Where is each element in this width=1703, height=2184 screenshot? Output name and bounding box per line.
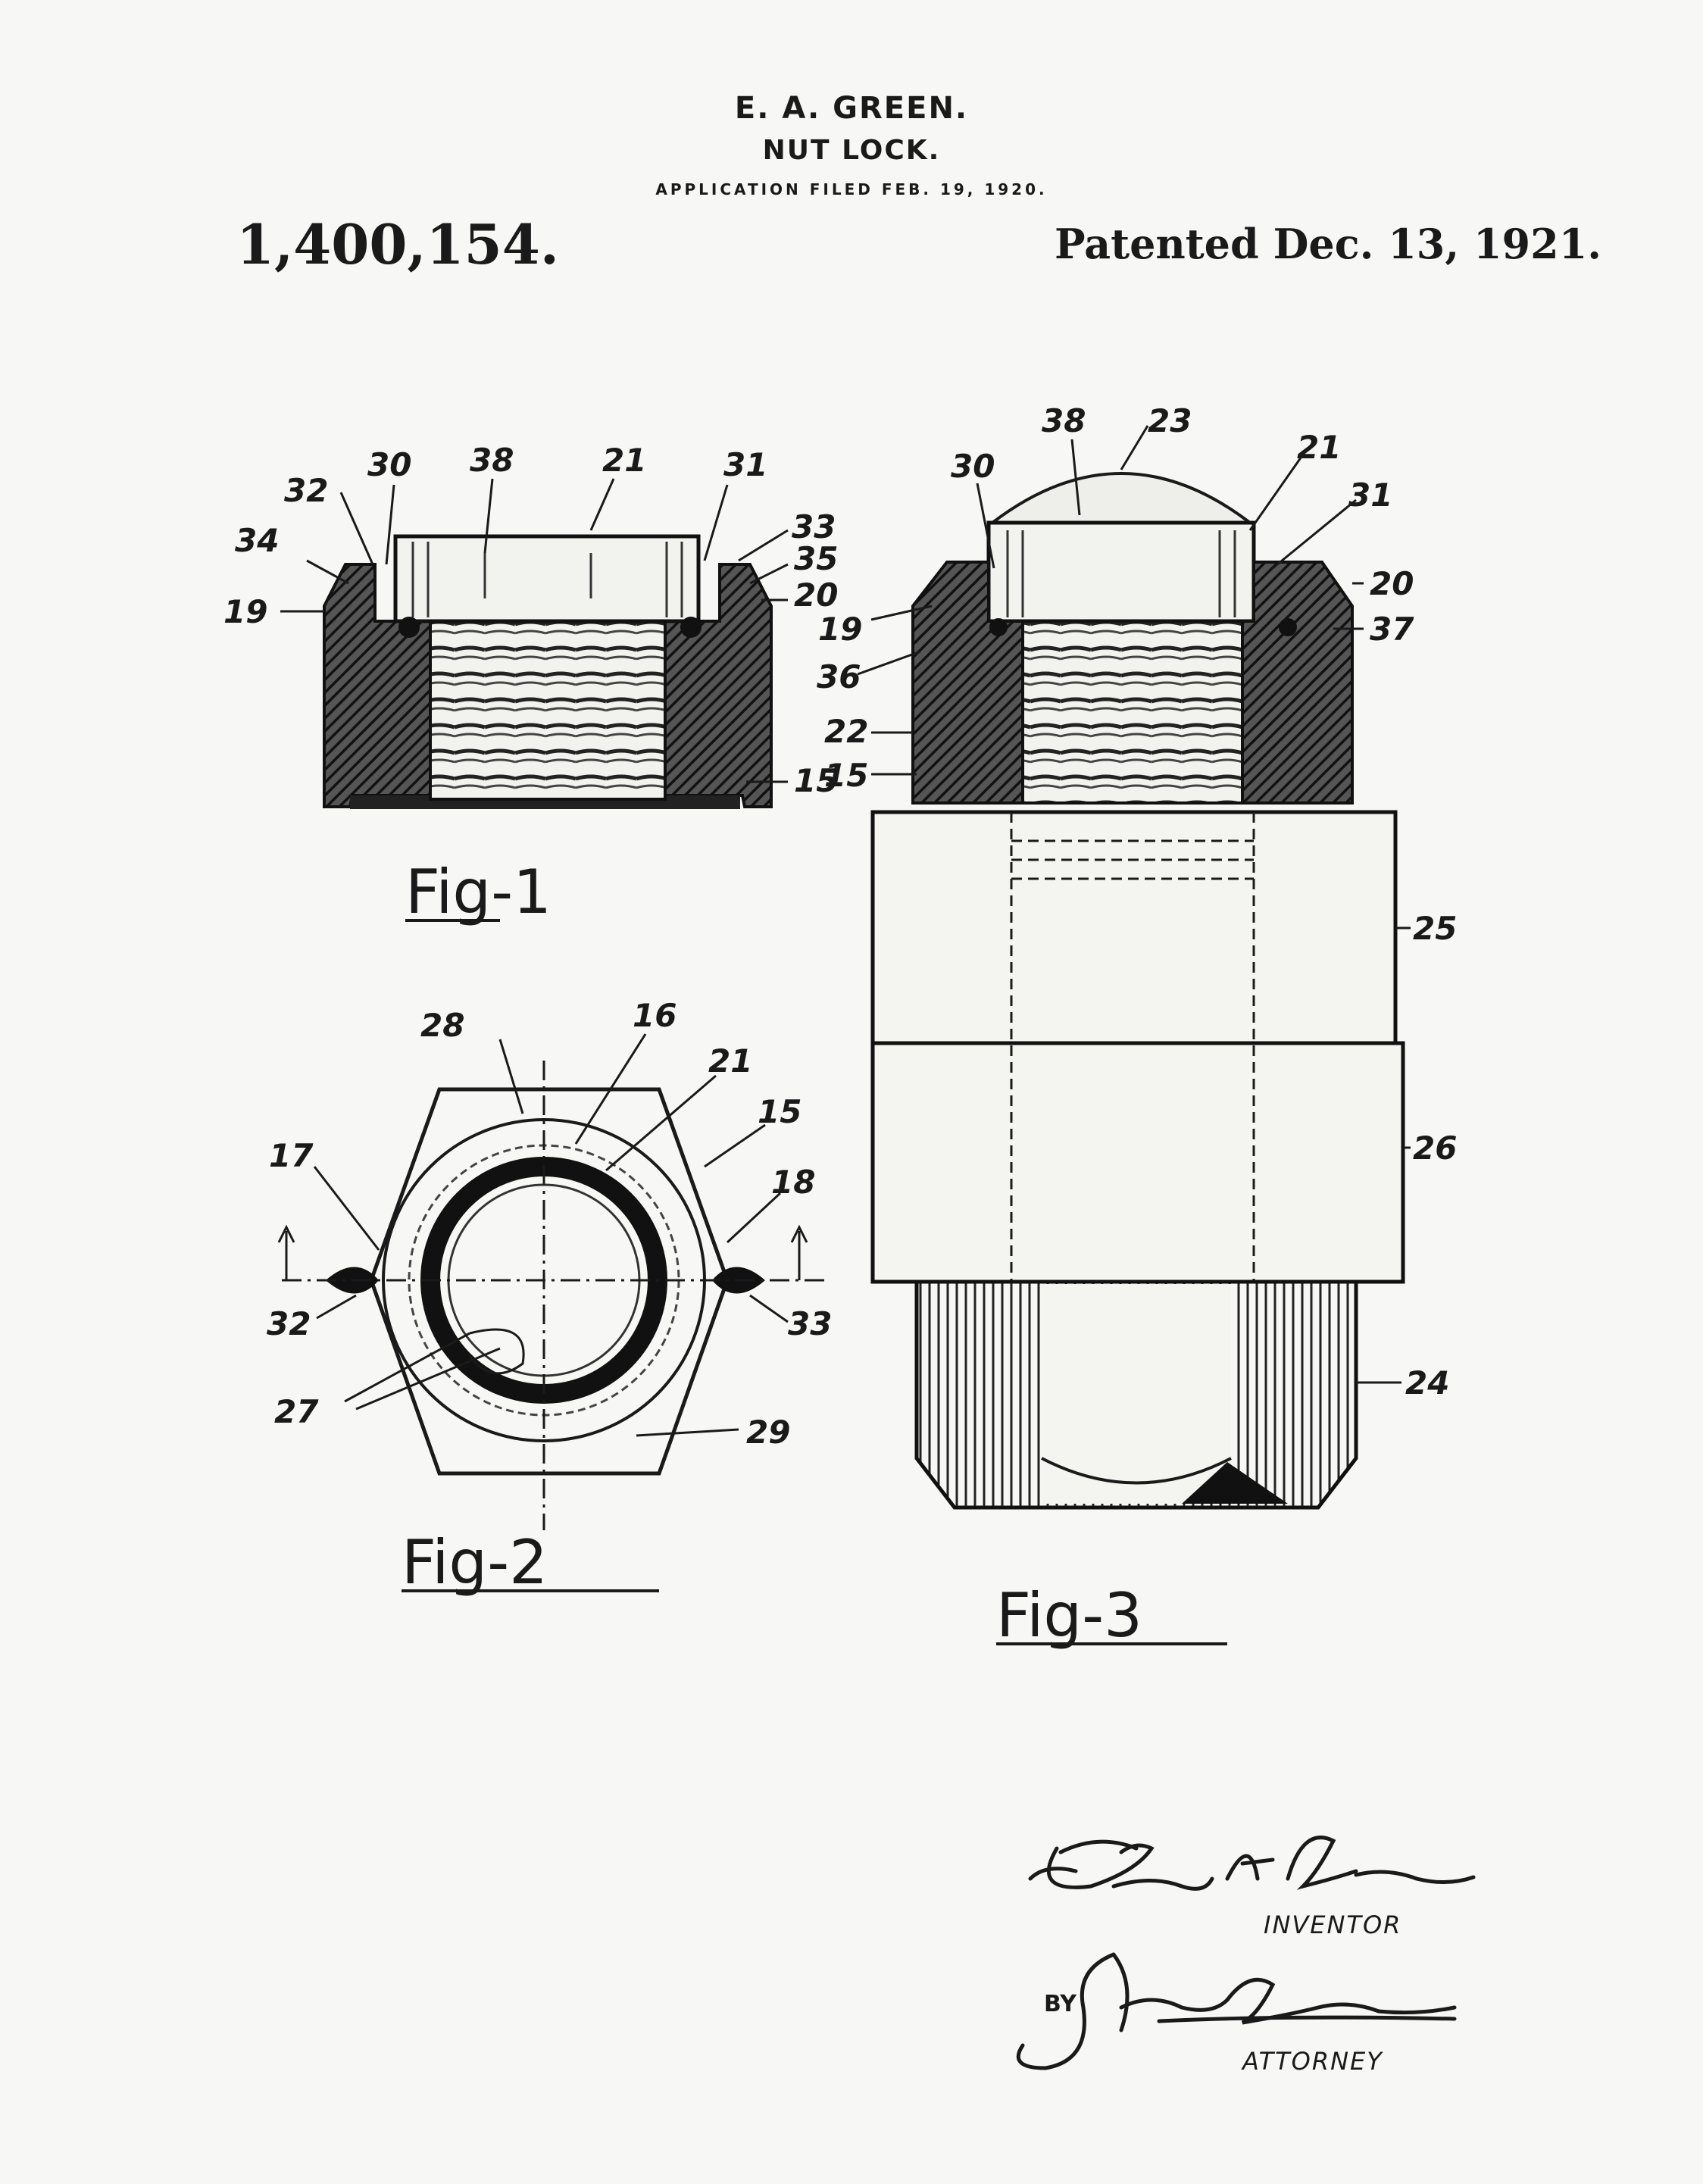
fig3-label-38: 38 — [1042, 402, 1086, 439]
fig2-label-21: 21 — [708, 1042, 752, 1080]
fig1-label-32: 32 — [284, 472, 328, 509]
fig2-label-32: 32 — [267, 1305, 311, 1342]
patented-date: Patented Dec. 13, 1921. — [1055, 220, 1602, 268]
fig2-label-33: 33 — [788, 1305, 832, 1342]
fig1-label-33: 33 — [792, 508, 836, 545]
fig1-label-15: 15 — [794, 762, 838, 799]
fig3-label-20: 20 — [1370, 565, 1414, 602]
fig1-label-31: 31 — [723, 446, 767, 483]
fig2-label-18: 18 — [771, 1164, 815, 1201]
attorney-role-label: ATTORNEY — [1242, 2047, 1383, 2076]
fig3-label-24: 24 — [1405, 1364, 1449, 1401]
fig2-label-28: 28 — [420, 1007, 464, 1044]
fig3-label-15: 15 — [824, 757, 868, 794]
fig3-nut-body-right — [1241, 561, 1354, 805]
fig3-threaded-bolt — [1021, 620, 1244, 805]
fig2-caption: Fig-2 — [402, 1527, 548, 1598]
fig2-label-29: 29 — [746, 1414, 790, 1451]
by-label: BY — [1044, 1991, 1076, 2017]
figure-2: 28 16 21 15 17 18 32 33 27 29 Fig-2 — [267, 997, 832, 1598]
fig2-label-15: 15 — [758, 1093, 802, 1130]
fig1-threaded-bore — [429, 620, 667, 801]
fig3-collar — [986, 520, 1256, 623]
application-filed-date: APPLICATION FILED FEB. 19, 1920. — [655, 180, 1048, 198]
fig1-collar — [393, 534, 701, 623]
fig3-plate-26 — [870, 1041, 1405, 1284]
fig3-label-23: 23 — [1148, 402, 1192, 439]
fig1-label-35: 35 — [794, 540, 838, 577]
fig3-label-21: 21 — [1297, 429, 1341, 466]
figure-3: 38 23 21 30 31 20 19 37 36 22 15 25 26 2… — [817, 402, 1457, 1651]
fig1-caption: Fig-1 — [405, 857, 552, 927]
fig1-label-34: 34 — [235, 522, 279, 559]
fig2-label-17: 17 — [269, 1137, 314, 1174]
fig3-label-31: 31 — [1348, 476, 1392, 514]
fig3-label-36: 36 — [817, 658, 861, 695]
attorney-signature — [1016, 1952, 1457, 2070]
fig3-plate-25 — [870, 810, 1398, 1045]
fig3-label-26: 26 — [1413, 1129, 1457, 1167]
fig3-caption: Fig-3 — [996, 1580, 1142, 1651]
fig1-label-20: 20 — [794, 576, 838, 614]
fig2-label-27: 27 — [274, 1393, 319, 1430]
fig3-dome — [988, 472, 1255, 524]
fig1-label-21: 21 — [602, 442, 646, 479]
figure-1: 32 30 38 21 31 33 35 34 19 20 15 Fig-1 — [223, 442, 838, 927]
inventor-signature — [1028, 1836, 1476, 1891]
inventor-role-label: INVENTOR — [1264, 1911, 1402, 1939]
fig1-label-30: 30 — [367, 446, 411, 483]
fig2-label-16: 16 — [633, 997, 677, 1034]
fig3-label-22: 22 — [824, 713, 868, 750]
fig3-label-25: 25 — [1413, 910, 1457, 947]
fig1-label-38: 38 — [470, 442, 514, 479]
fig3-label-19: 19 — [818, 611, 862, 648]
fig3-label-37: 37 — [1370, 611, 1414, 648]
invention-title: NUT LOCK. — [762, 135, 941, 166]
fig1-label-19: 19 — [223, 593, 267, 630]
patent-number: 1,400,154. — [236, 212, 559, 277]
fig3-label-30: 30 — [951, 448, 995, 485]
inventor-name: E. A. GREEN. — [734, 91, 969, 126]
